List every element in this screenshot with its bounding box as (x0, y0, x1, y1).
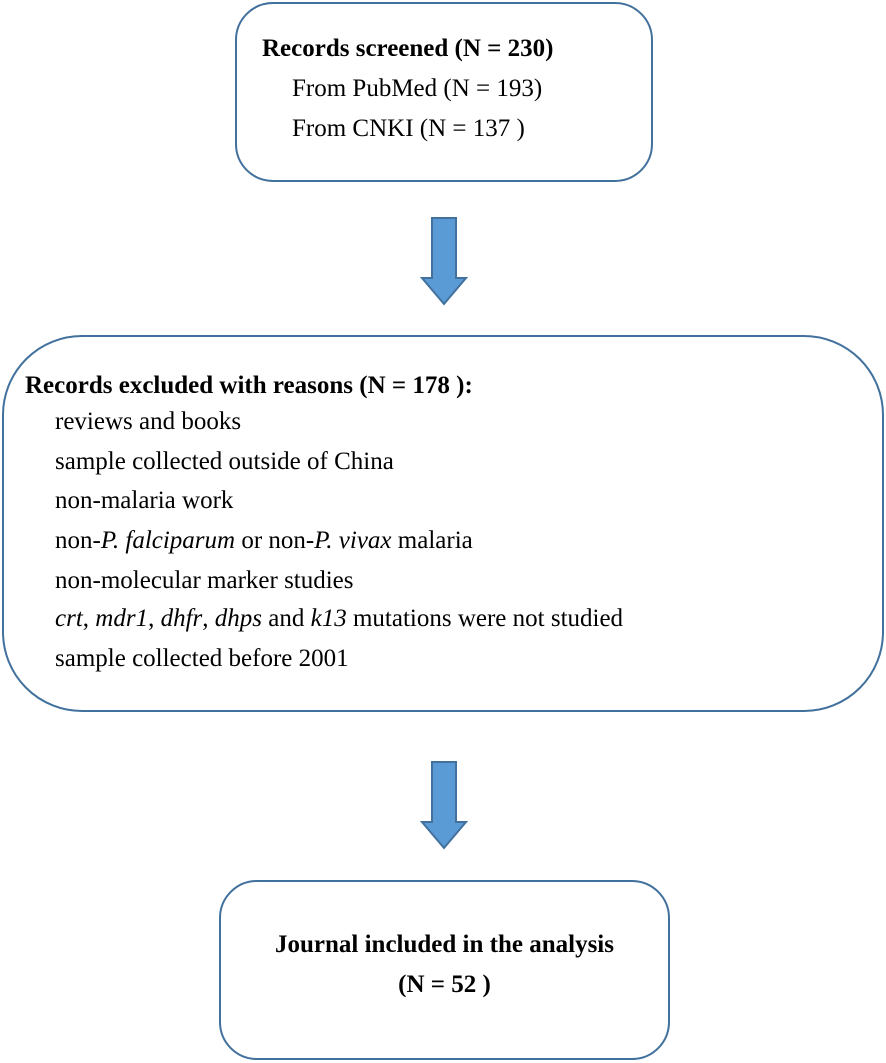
reason-4-text-1: non- (55, 527, 101, 554)
exclusion-reason-4: non-P. falciparum or non-P. vivax malari… (55, 526, 473, 556)
gene-k13: k13 (310, 605, 347, 632)
gene-mdr1: mdr1 (95, 605, 149, 632)
cnki-count: From CNKI (N = 137 ) (292, 115, 525, 142)
journal-included-title: Journal included in the analysis (275, 931, 614, 958)
reason-6-sep-1: , (82, 605, 96, 632)
journal-included-box (219, 880, 670, 1060)
gene-dhps: dhps (214, 605, 262, 632)
exclusion-reason-7: sample collected before 2001 (55, 645, 349, 672)
reason-6-text: mutations were not studied (346, 605, 624, 632)
reason-4-species-vivax: P. vivax (314, 527, 392, 554)
exclusion-reason-2: sample collected outside of China (55, 448, 394, 475)
records-excluded-box (2, 335, 884, 712)
records-screened-box (235, 2, 653, 182)
gene-dhfr: dhfr (160, 605, 203, 632)
gene-crt: crt (55, 605, 83, 632)
exclusion-reason-5: non-molecular marker studies (55, 567, 354, 594)
reason-6-sep-2: , (148, 605, 161, 632)
reason-4-text-2: or non- (235, 527, 315, 554)
reason-6-sep-3: , (202, 605, 215, 632)
exclusion-reason-1: reviews and books (55, 408, 242, 435)
records-excluded-title: Records excluded with reasons (N = 178 )… (25, 372, 473, 399)
reason-6-sep-4: and (262, 605, 311, 632)
reason-4-species-falciparum: P. falciparum (100, 527, 236, 554)
exclusion-reason-3: non-malaria work (55, 487, 234, 514)
down-arrow-icon (419, 761, 469, 850)
journal-included-count: (N = 52 ) (398, 971, 491, 998)
pubmed-count: From PubMed (N = 193) (292, 75, 543, 102)
down-arrow-icon (419, 217, 469, 306)
records-screened-title: Records screened (N = 230) (262, 35, 554, 62)
reason-4-text-3: malaria (391, 527, 473, 554)
exclusion-reason-6: crt, mdr1, dhfr, dhps and k13 mutations … (55, 604, 623, 634)
